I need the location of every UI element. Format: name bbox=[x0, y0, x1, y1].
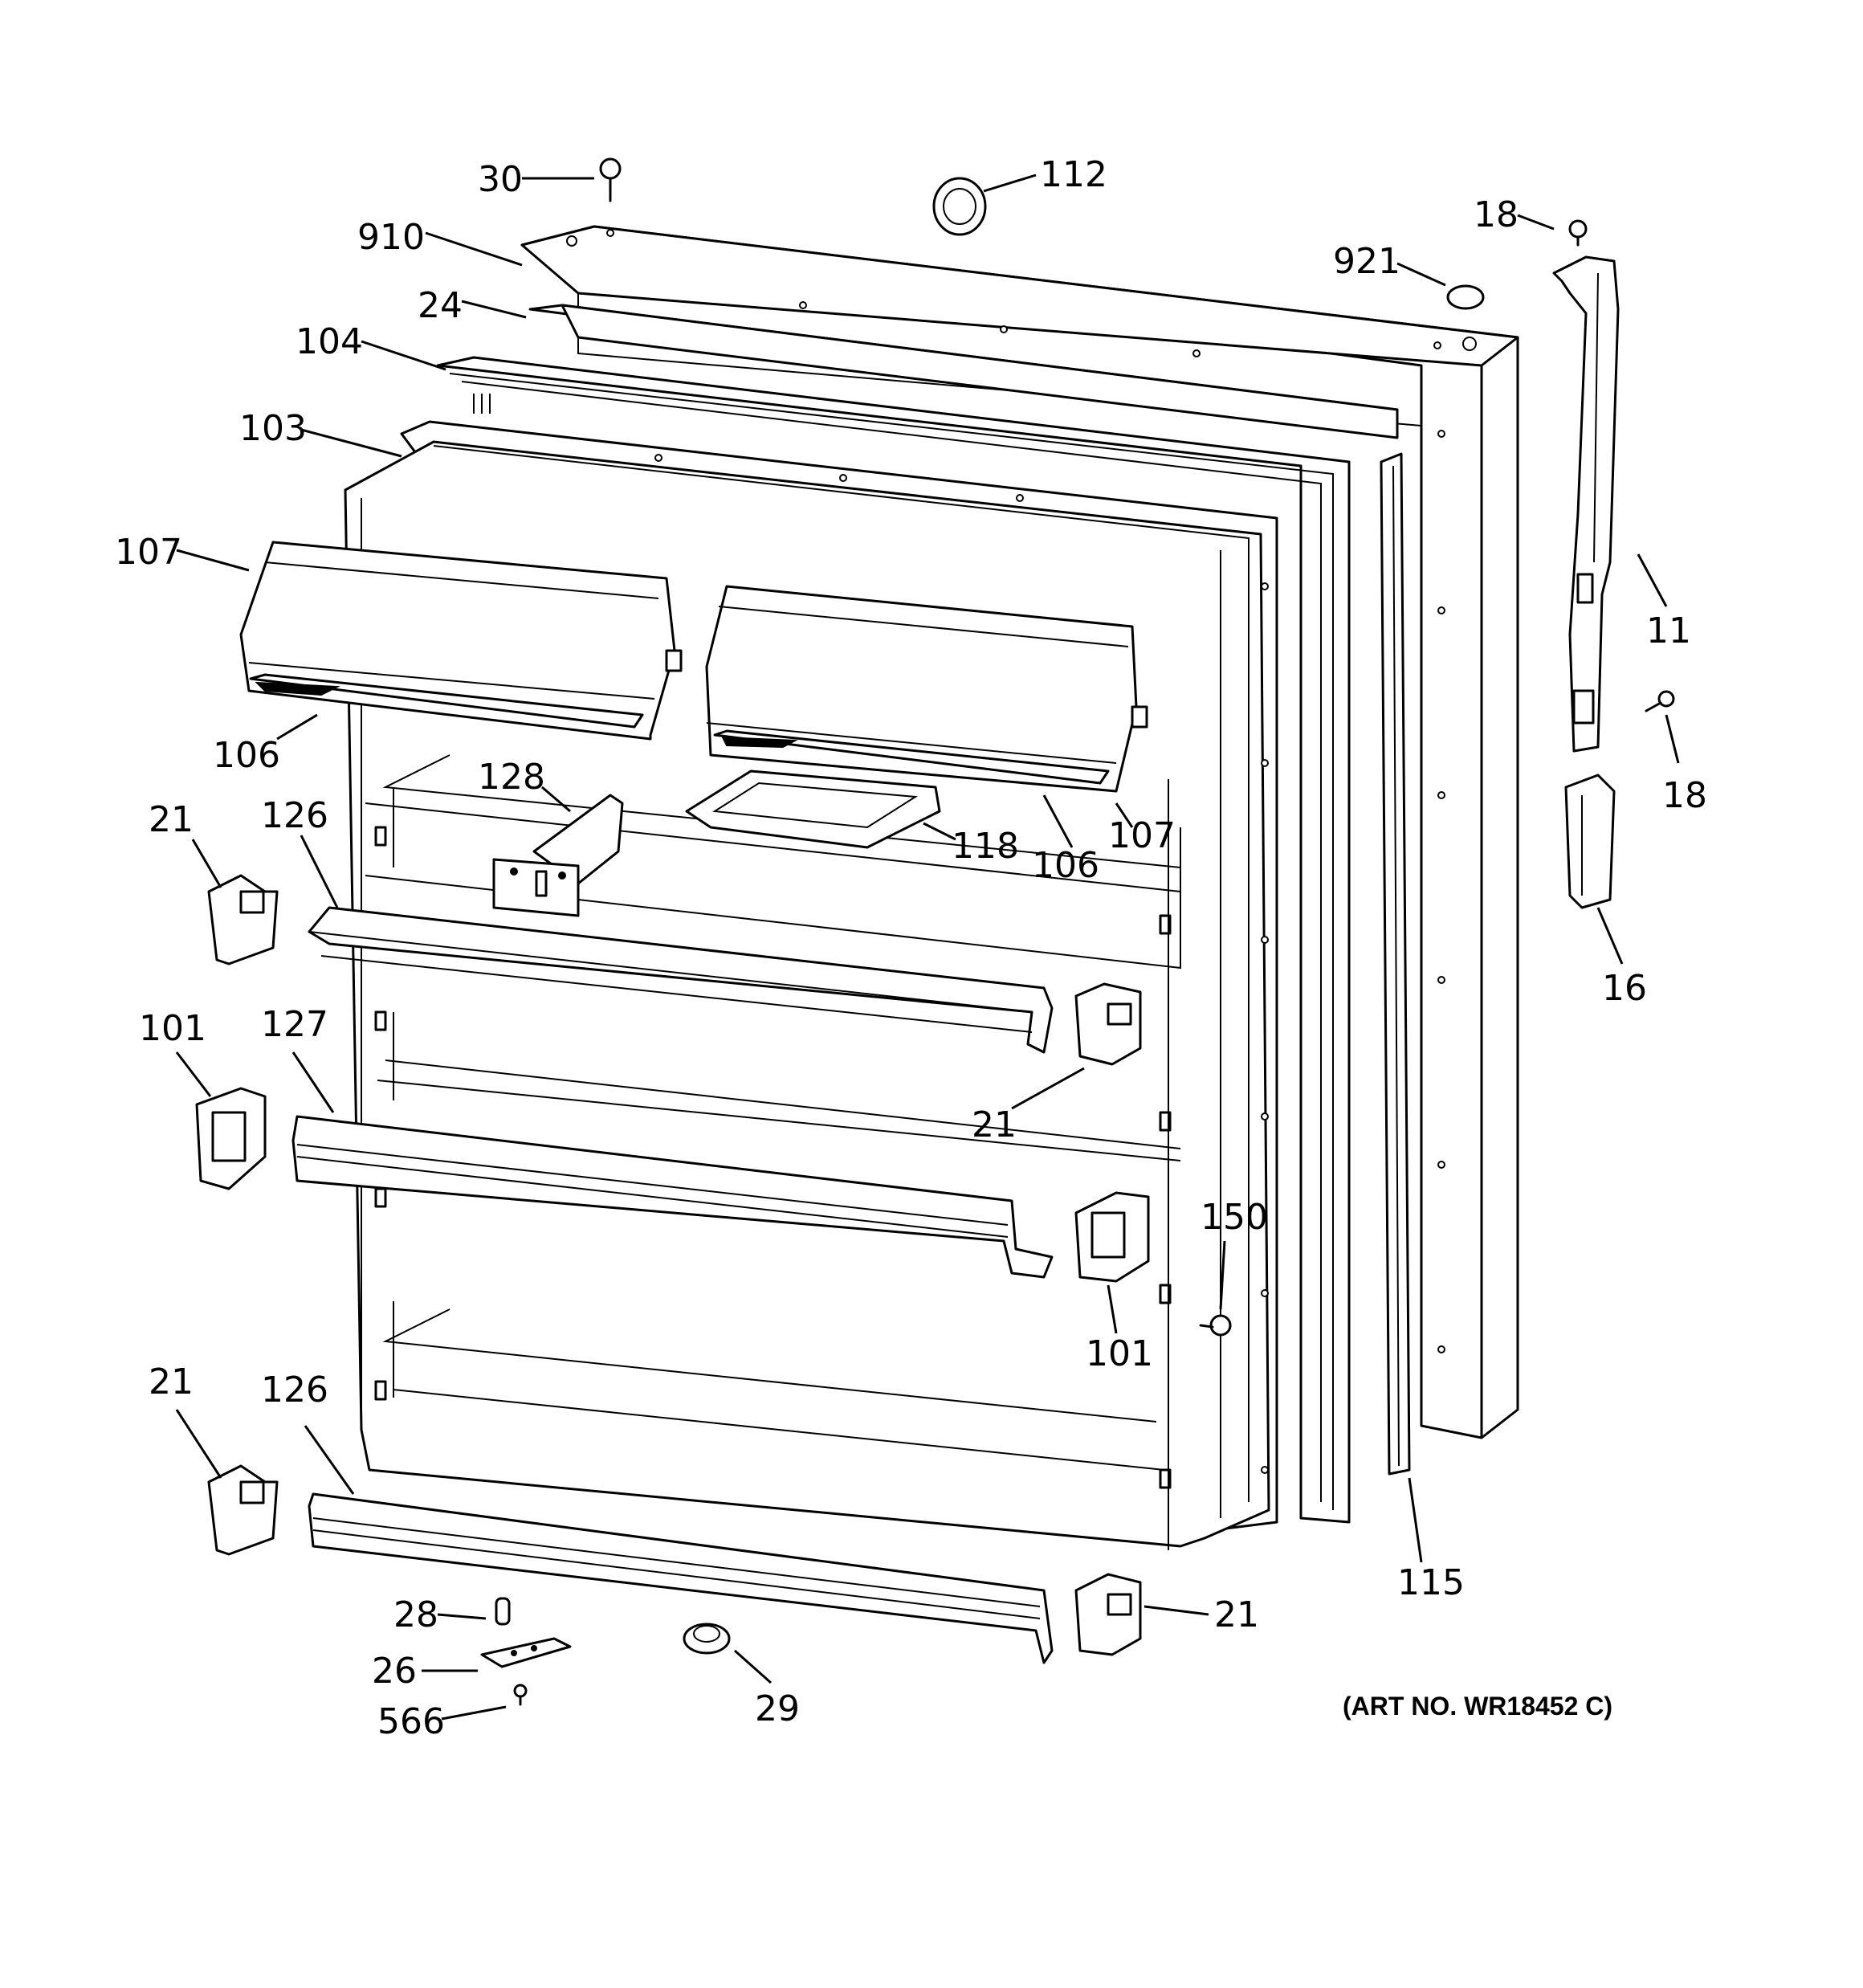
callout-921: 921 bbox=[1333, 241, 1400, 282]
callout-127: 127 bbox=[261, 1004, 328, 1045]
callout-21: 21 bbox=[149, 799, 194, 840]
callout-126: 126 bbox=[261, 1370, 328, 1410]
callout-18: 18 bbox=[1662, 775, 1707, 816]
callout-29: 29 bbox=[755, 1688, 800, 1729]
callout-21: 21 bbox=[1214, 1594, 1259, 1635]
dairy-door-right bbox=[705, 585, 1148, 793]
shelf-rail-lower bbox=[308, 1492, 1054, 1664]
callout-28: 28 bbox=[393, 1594, 438, 1635]
callout-106: 106 bbox=[1032, 845, 1099, 886]
door-handle bbox=[1552, 255, 1620, 753]
callout-21: 21 bbox=[149, 1361, 194, 1402]
screw-150 bbox=[1199, 1314, 1232, 1337]
callout-566: 566 bbox=[377, 1701, 445, 1742]
callout-18: 18 bbox=[1474, 194, 1519, 235]
egg-tray bbox=[685, 769, 941, 849]
screw-30 bbox=[599, 157, 622, 202]
plate-26 bbox=[480, 1637, 572, 1668]
callout-103: 103 bbox=[239, 408, 307, 449]
callout-21: 21 bbox=[972, 1104, 1017, 1145]
callout-11: 11 bbox=[1646, 610, 1691, 651]
screw-18-side bbox=[1645, 690, 1675, 712]
handle-end-cap bbox=[1564, 774, 1616, 909]
callout-16: 16 bbox=[1602, 968, 1647, 1009]
end-cap-left-upper bbox=[207, 874, 279, 965]
top-cap-strip bbox=[528, 304, 1399, 439]
pin-28 bbox=[495, 1597, 511, 1626]
side-strip bbox=[1380, 452, 1411, 1476]
callout-106: 106 bbox=[213, 735, 280, 776]
art-number: (ART NO. WR18452 C) bbox=[1343, 1692, 1612, 1721]
shelf-end-left-middle bbox=[195, 1087, 267, 1190]
callout-104: 104 bbox=[296, 321, 363, 362]
callout-101: 101 bbox=[139, 1008, 206, 1049]
end-cap-left-lower bbox=[207, 1464, 279, 1556]
callout-107: 107 bbox=[115, 532, 182, 573]
end-cap-right-lower bbox=[1074, 1573, 1142, 1656]
liner-compartments bbox=[365, 754, 1181, 1550]
shelf-rail-upper bbox=[308, 906, 1054, 1054]
callout-107: 107 bbox=[1108, 815, 1176, 856]
callout-26: 26 bbox=[372, 1651, 417, 1692]
callout-30: 30 bbox=[478, 159, 523, 200]
callout-112: 112 bbox=[1040, 154, 1107, 195]
callout-24: 24 bbox=[418, 285, 463, 326]
callout-126: 126 bbox=[261, 795, 328, 836]
plug-29 bbox=[683, 1623, 731, 1655]
screw-566 bbox=[513, 1684, 528, 1706]
callout-150: 150 bbox=[1201, 1197, 1268, 1238]
dairy-door-left bbox=[239, 541, 683, 741]
end-cap-right-upper bbox=[1074, 982, 1142, 1066]
callout-115: 115 bbox=[1397, 1562, 1465, 1603]
callout-128: 128 bbox=[478, 757, 545, 798]
screw-18-top bbox=[1568, 219, 1588, 247]
plug-921 bbox=[1446, 284, 1485, 310]
callout-118: 118 bbox=[952, 826, 1019, 867]
callout-labels: 30 112 18 910 921 24 104 103 107 11 106 … bbox=[115, 154, 1707, 1742]
plug-112 bbox=[932, 177, 987, 236]
shelf-rail-middle bbox=[291, 1115, 1054, 1279]
door-gasket bbox=[436, 356, 1351, 1524]
butter-bracket bbox=[492, 794, 624, 917]
callout-101: 101 bbox=[1086, 1333, 1153, 1374]
shelf-end-right-middle bbox=[1074, 1191, 1150, 1283]
leader-lines bbox=[175, 173, 1680, 1721]
callout-910: 910 bbox=[357, 217, 425, 258]
